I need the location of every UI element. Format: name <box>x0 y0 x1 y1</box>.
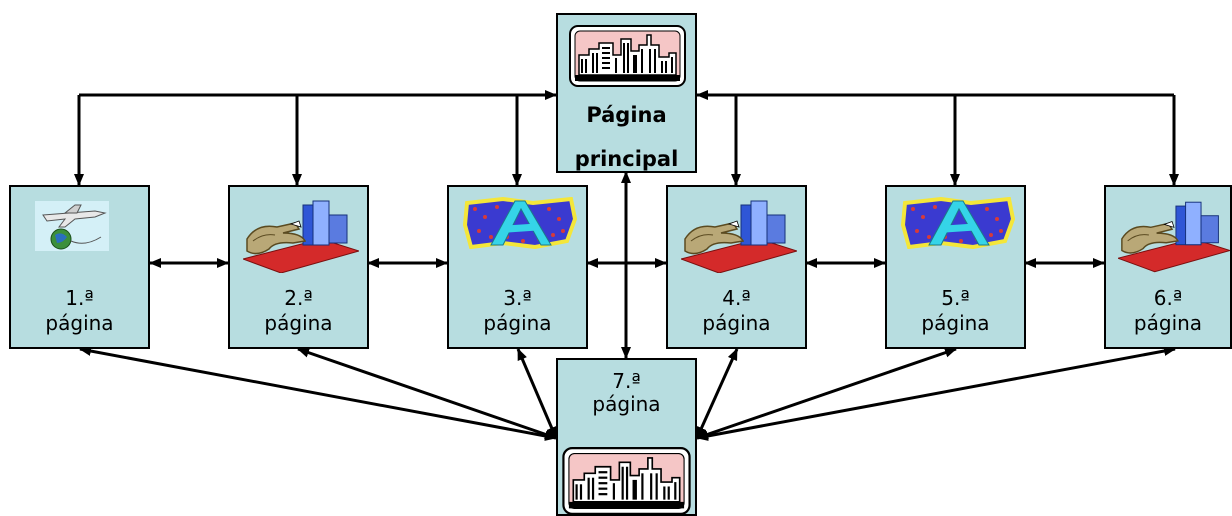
node-page-1-label-line1: 1.ª <box>65 286 94 310</box>
node-page-4-label-line1: 4.ª <box>722 286 751 310</box>
airplane-globe-icon <box>35 201 109 251</box>
city-skyline-icon <box>569 25 686 87</box>
node-main-label-line1: Página <box>586 103 667 127</box>
hand-buildings-icon <box>243 199 359 273</box>
node-page-4[interactable]: 4.ª página <box>666 185 807 349</box>
node-page-3-label-line1: 3.ª <box>503 286 532 310</box>
link-p6-p7 <box>696 346 1176 441</box>
link-p1-p7 <box>79 346 557 441</box>
city-skyline-icon <box>560 447 693 515</box>
node-page-6[interactable]: 6.ª página <box>1104 185 1232 349</box>
hand-buildings-icon <box>681 199 797 273</box>
node-page-3-label-line2: página <box>483 311 552 335</box>
node-page-1[interactable]: 1.ª página <box>9 185 150 349</box>
node-page-2-label-line1: 2.ª <box>284 286 313 310</box>
link-p3-p7 <box>516 348 558 439</box>
node-page-1-label-line2: página <box>45 311 114 335</box>
node-page-3[interactable]: 3.ª página <box>447 185 588 349</box>
node-page-6-label-line1: 6.ª <box>1153 286 1183 310</box>
node-main-label-line2: principal <box>574 147 679 171</box>
node-page-2-label-line2: página <box>264 311 333 335</box>
link-p2-p7 <box>297 347 557 440</box>
link-p5-p7 <box>696 347 957 440</box>
node-page-7[interactable]: 7.ª página <box>556 358 697 516</box>
node-page-7-label-line2: página <box>592 392 661 416</box>
node-main-page[interactable]: Página principal <box>556 13 697 173</box>
letter-a-map-icon <box>463 197 577 249</box>
letter-a-map-icon <box>901 197 1015 249</box>
link-p4-p7 <box>695 348 739 439</box>
node-page-5-label-line1: 5.ª <box>941 286 970 310</box>
node-page-2[interactable]: 2.ª página <box>228 185 369 349</box>
node-page-4-label-line2: página <box>702 311 771 335</box>
hand-buildings-icon <box>1118 199 1230 273</box>
node-page-7-label-line1: 7.ª <box>612 369 641 393</box>
node-page-5[interactable]: 5.ª página <box>885 185 1026 349</box>
node-page-6-label-line2: página <box>1133 311 1203 335</box>
node-page-5-label-line2: página <box>921 311 990 335</box>
